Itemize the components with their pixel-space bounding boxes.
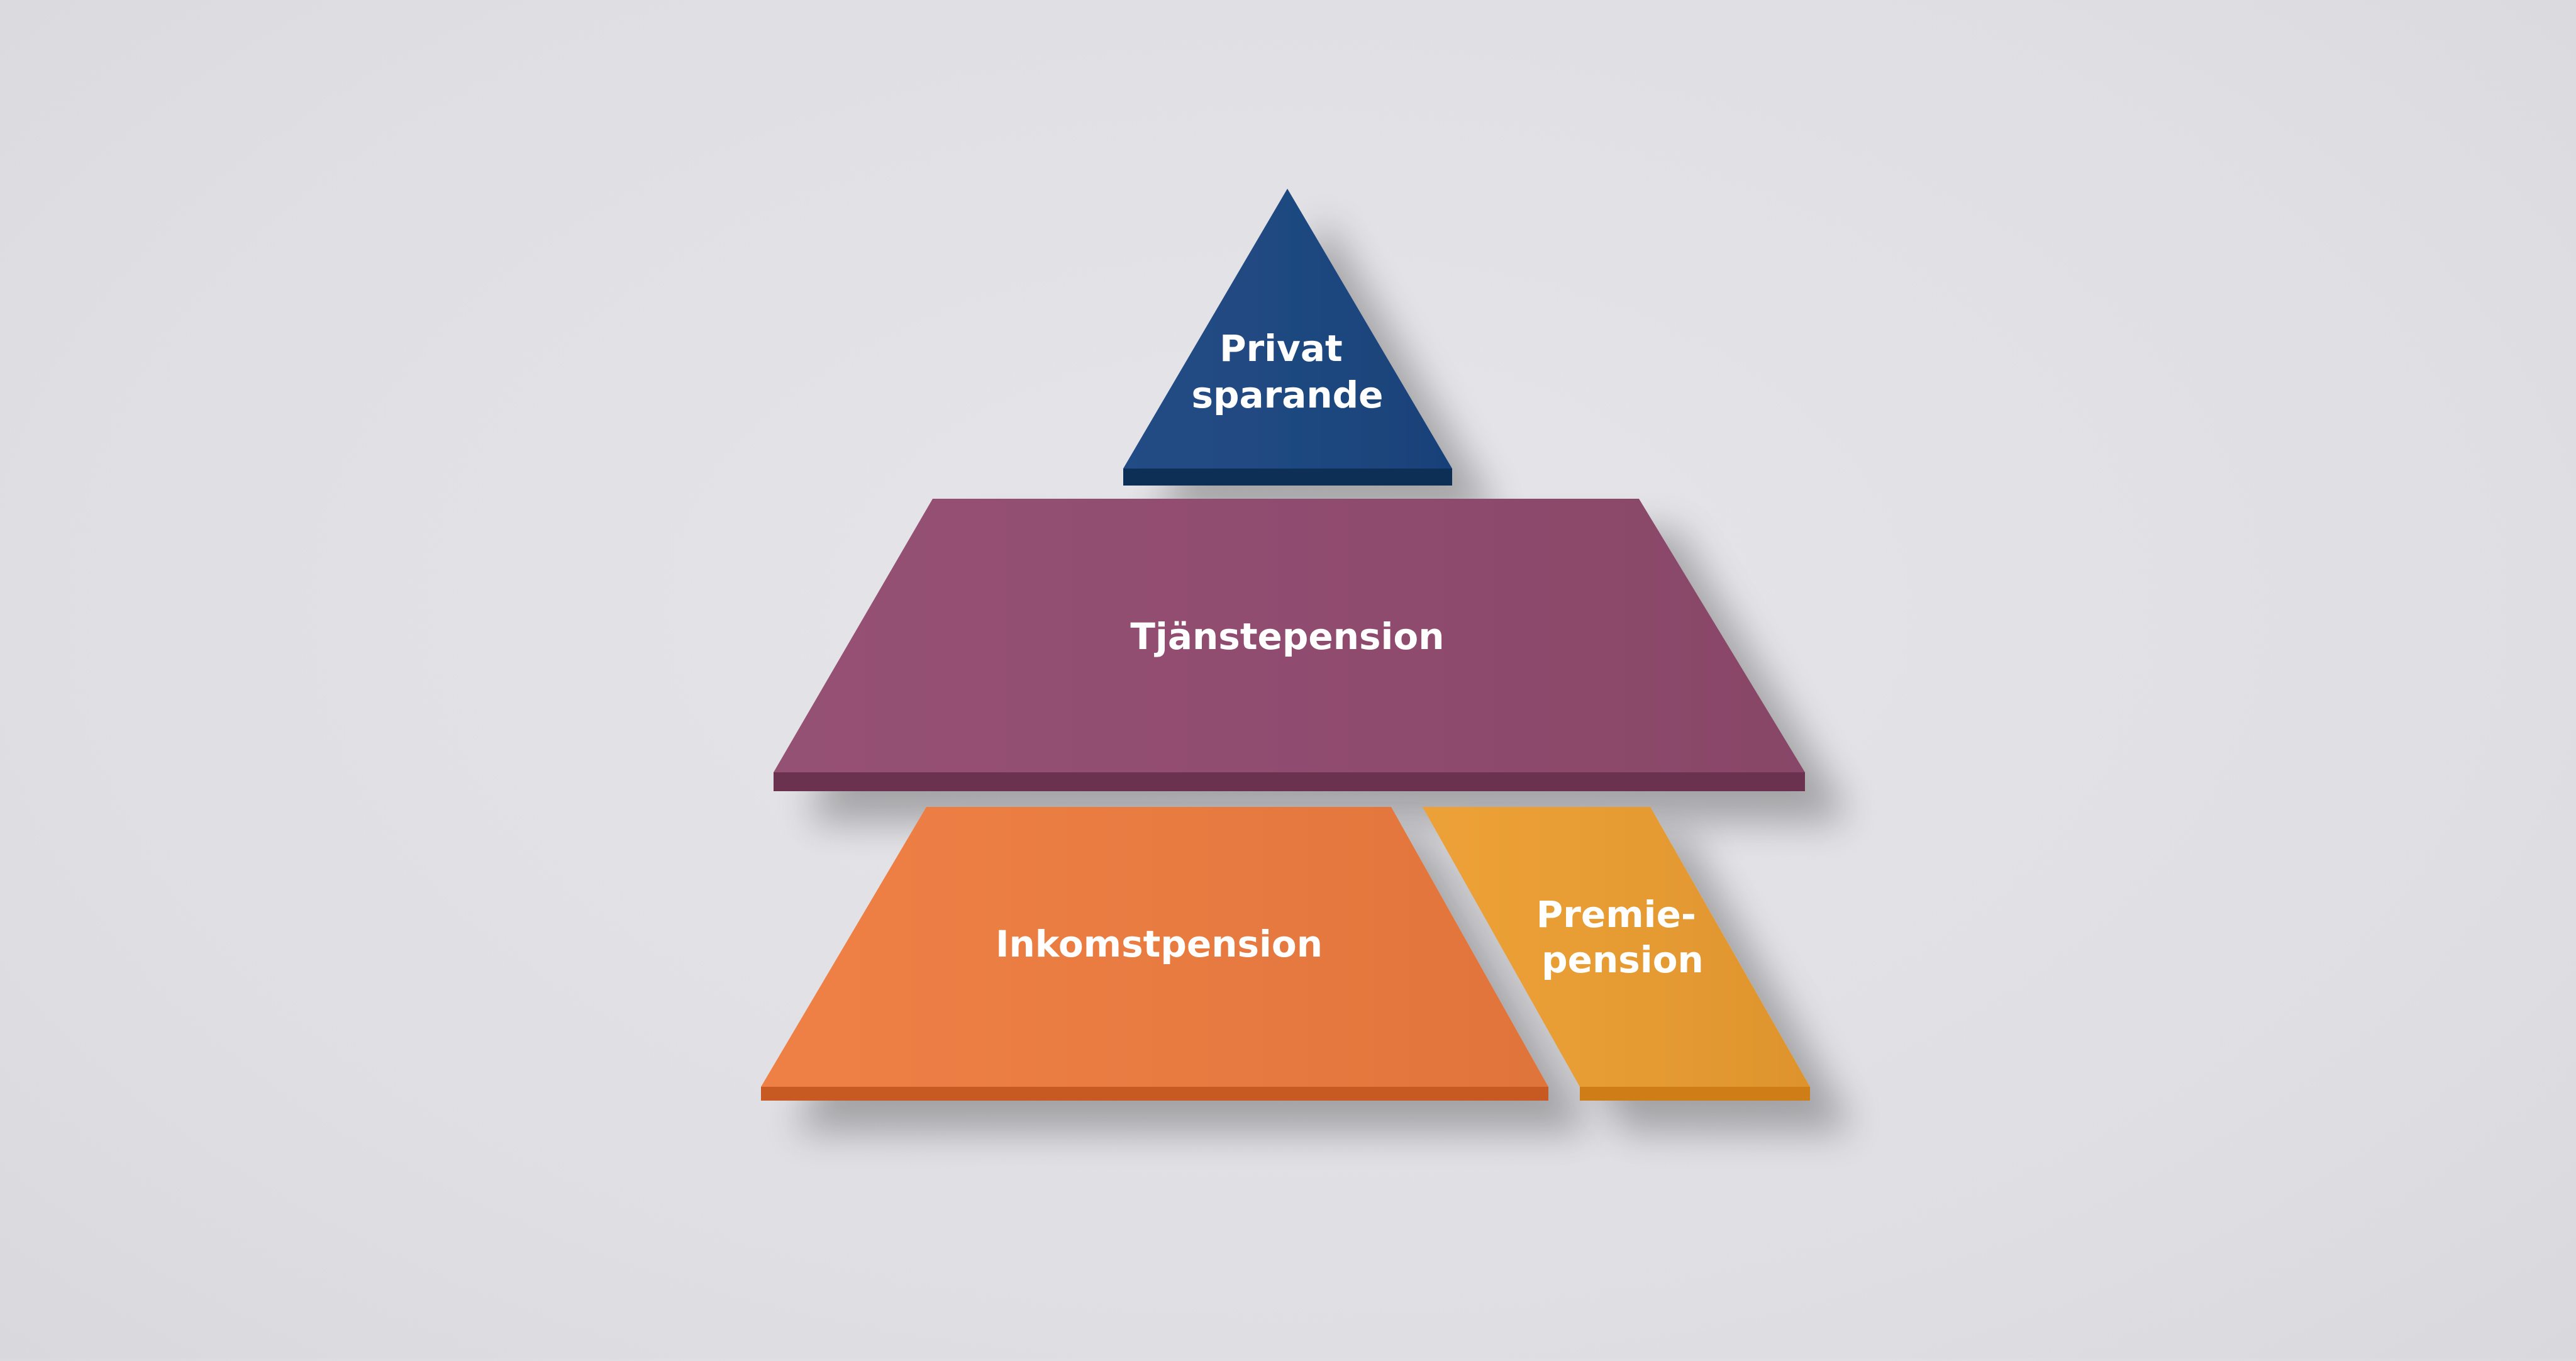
premium-pension-label: Premie- pension [1536, 893, 1709, 981]
income-pension-block-side [761, 1087, 1548, 1101]
private-savings-label: Privat sparande [1191, 327, 1383, 416]
premium-pension-block [1423, 807, 1810, 1101]
private-savings-label-line-1: Privat [1219, 327, 1343, 370]
premium-pension-label-line-1: Premie- [1536, 893, 1696, 936]
income-pension-label: Inkomstpension [996, 923, 1323, 965]
private-savings-block-side [1123, 469, 1452, 486]
occupational-pension-block-side [774, 772, 1805, 791]
occupational-pension-block [774, 499, 1805, 791]
income-pension-block [761, 807, 1548, 1101]
private-savings-label-line-2: sparande [1191, 374, 1383, 416]
premium-pension-label-line-2: pension [1541, 938, 1704, 981]
occupational-pension-label: Tjänstepension [1130, 615, 1444, 658]
private-savings-block [1123, 189, 1452, 486]
premium-pension-block-side [1580, 1087, 1810, 1101]
